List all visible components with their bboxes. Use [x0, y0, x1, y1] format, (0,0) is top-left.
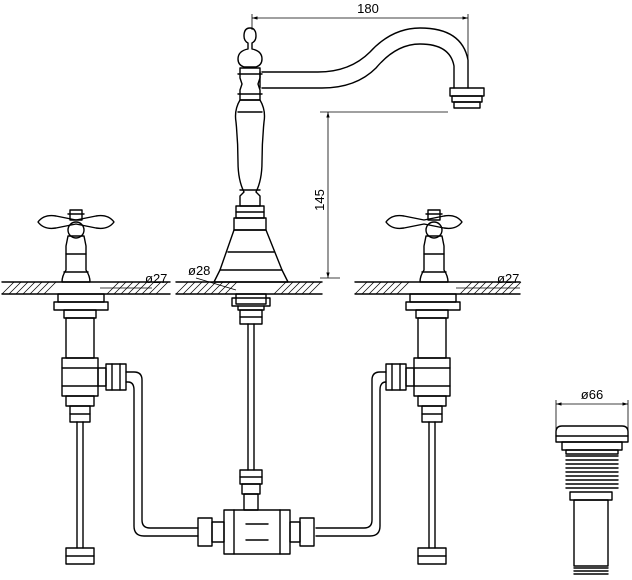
- popup-waste: [555, 425, 629, 575]
- hatch-line: [36, 281, 50, 295]
- hatch-line: [182, 281, 196, 295]
- hatch-line: [382, 281, 396, 295]
- hatch-line: [148, 281, 162, 295]
- hatch-line: [8, 281, 22, 295]
- hatch-line: [287, 281, 301, 295]
- hatch-line: [368, 281, 382, 295]
- hatch-line: [1, 281, 15, 295]
- right-valve-assembly: [385, 209, 463, 565]
- hatch-line: [29, 281, 43, 295]
- hatch-line: [224, 281, 238, 295]
- hatch-line: [175, 281, 189, 295]
- hatch-line: [273, 281, 287, 295]
- dim-center-hole: ø28: [188, 263, 210, 278]
- hatch-line: [189, 281, 203, 295]
- hatch-line: [396, 281, 410, 295]
- hatch-line: [354, 281, 368, 295]
- hatch-line: [217, 281, 231, 295]
- hatch-line: [203, 281, 217, 295]
- hatch-line: [294, 281, 308, 295]
- hatch-line: [22, 281, 36, 295]
- hatch-line: [375, 281, 389, 295]
- connecting-pipes: [125, 371, 387, 555]
- dim-spout-height: 145: [312, 189, 327, 211]
- dim-right-hole: ø27: [497, 271, 519, 286]
- dim-left-hole: ø27: [145, 271, 167, 286]
- dim-waste-diameter: ø66: [581, 387, 603, 402]
- hatch-line: [280, 281, 294, 295]
- hatch-line: [196, 281, 210, 295]
- countertop-center: [175, 281, 323, 295]
- hatch-line: [308, 281, 322, 295]
- dimension-lines: [100, 14, 629, 430]
- left-valve-assembly: [37, 209, 127, 565]
- hatch-line: [15, 281, 29, 295]
- hatch-line: [210, 281, 224, 295]
- hatch-line: [43, 281, 57, 295]
- hatch-line: [389, 281, 403, 295]
- dim-spout-reach: 180: [357, 1, 379, 16]
- hatch-line: [155, 281, 169, 295]
- hatch-line: [301, 281, 315, 295]
- hatch-line: [361, 281, 375, 295]
